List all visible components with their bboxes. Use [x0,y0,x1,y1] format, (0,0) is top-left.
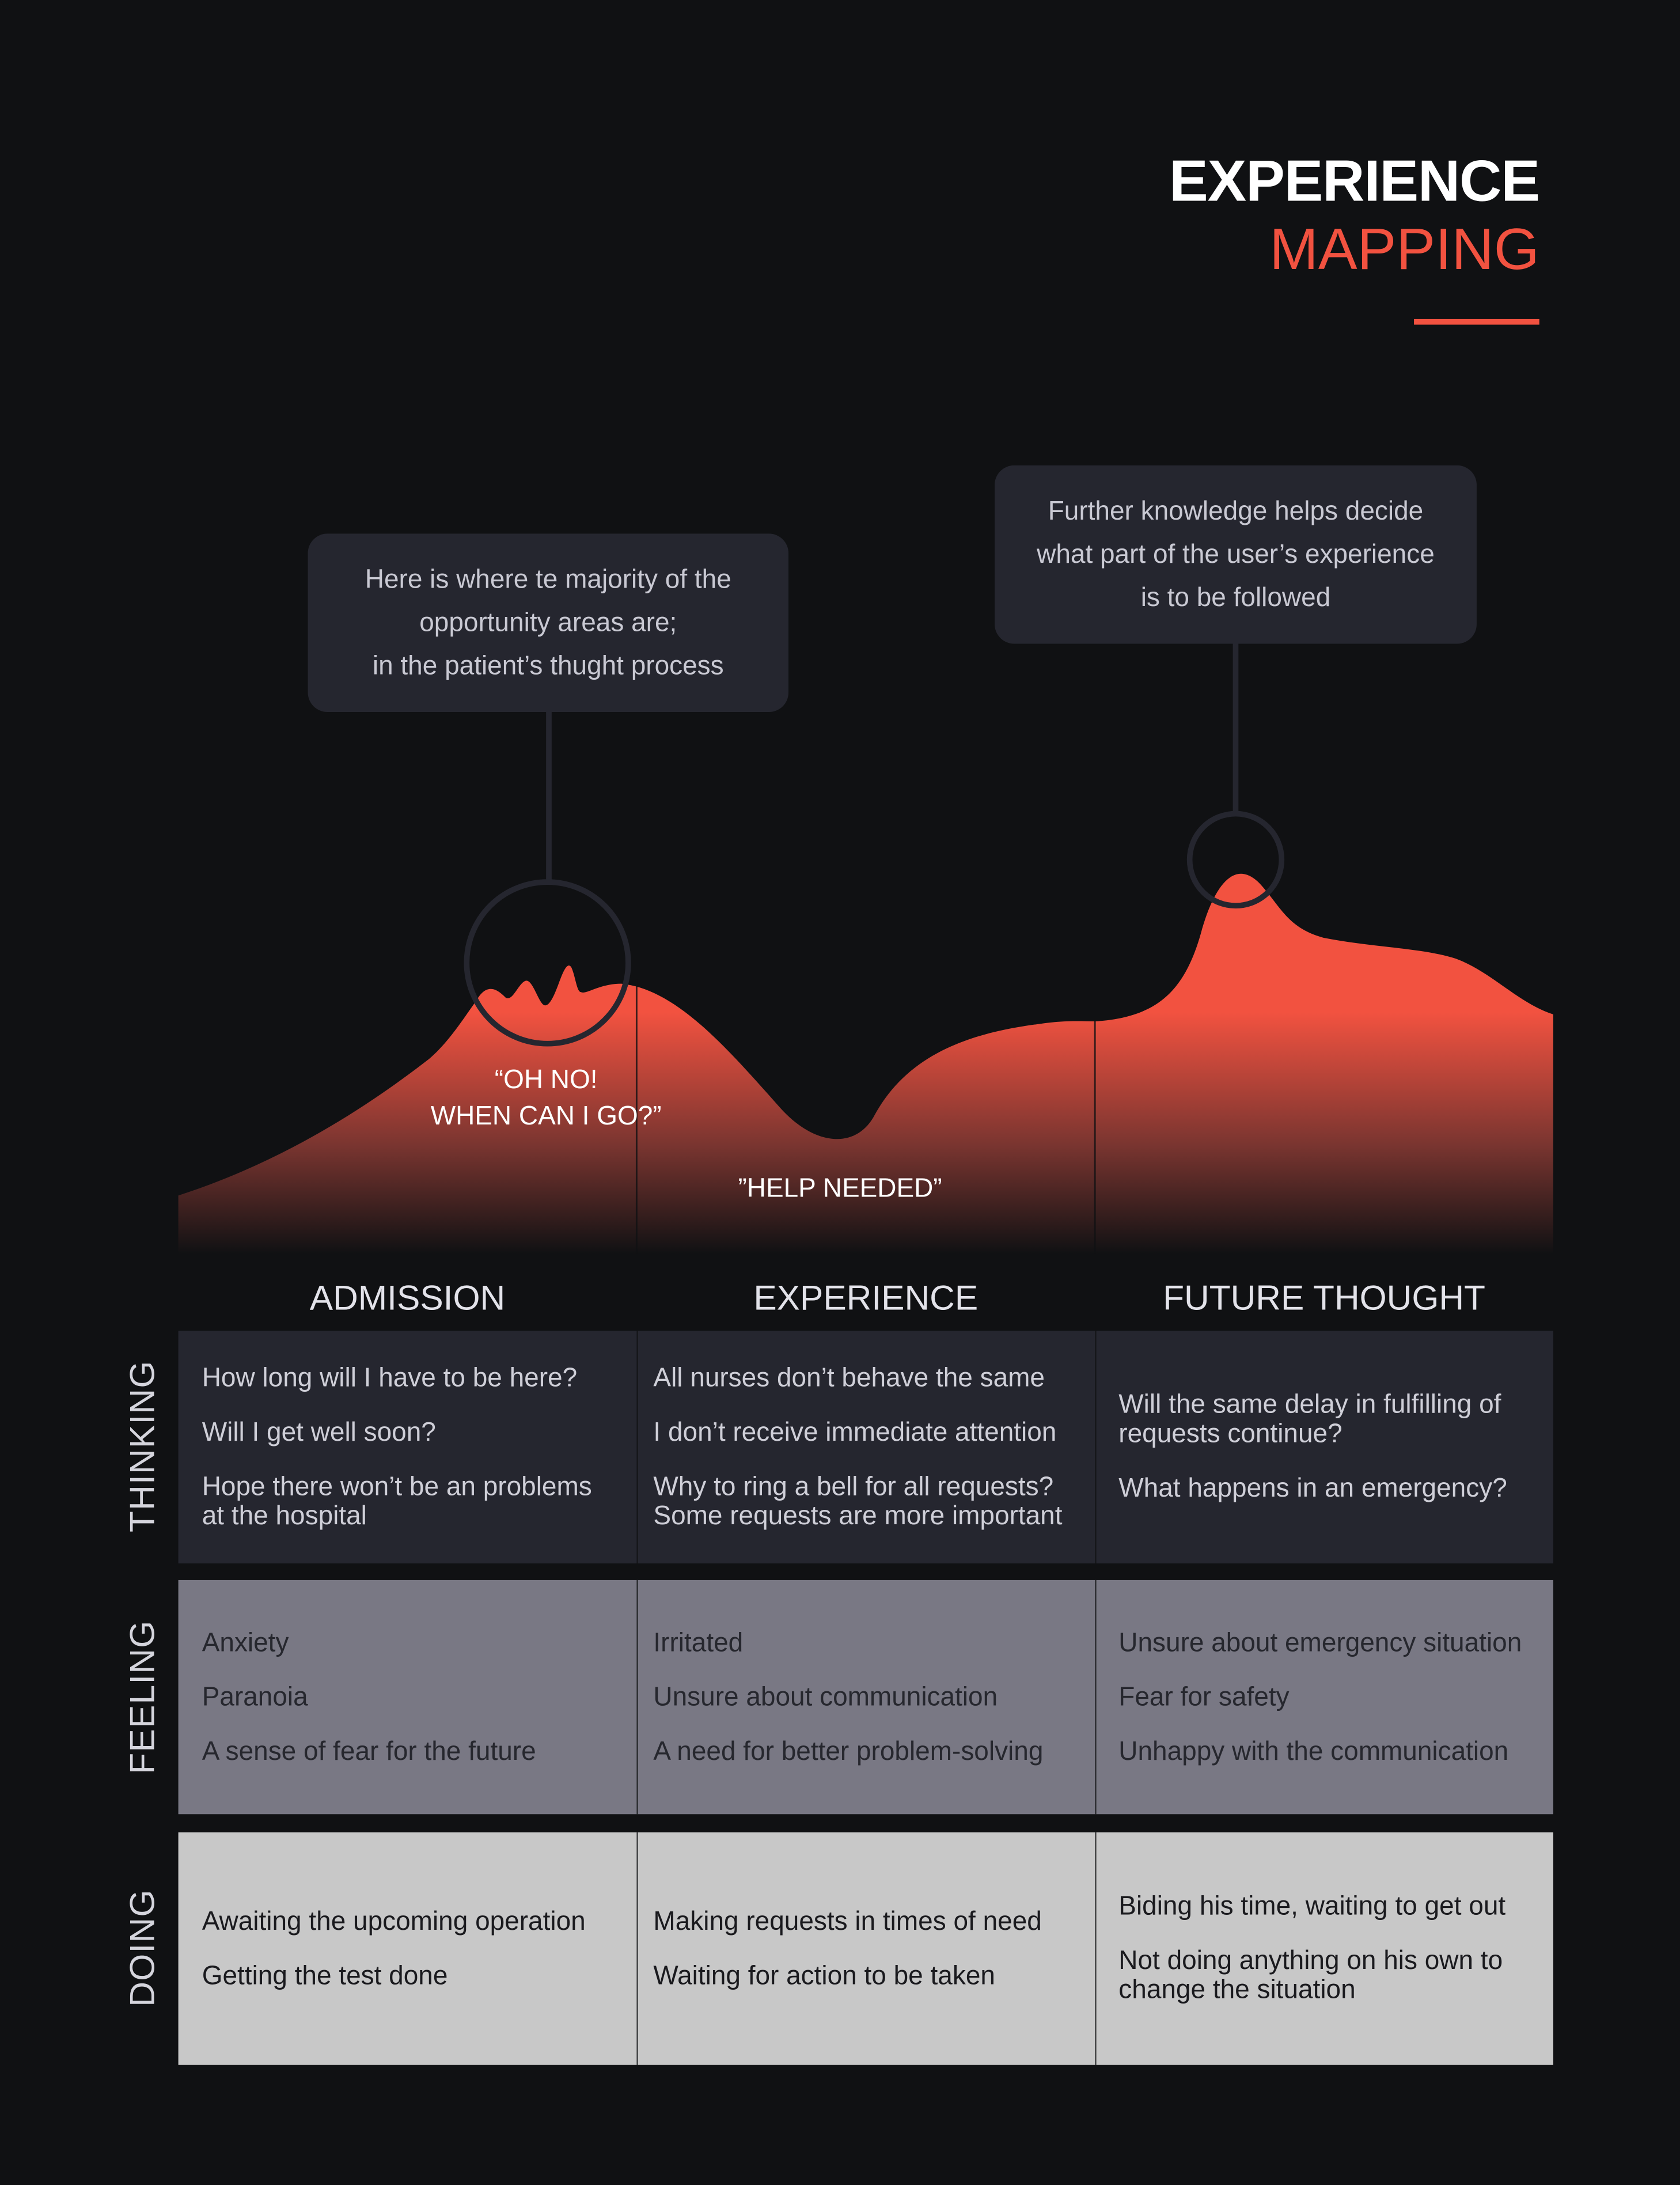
doing-admission-cell: Awaiting the upcoming operation Getting … [179,1832,637,2065]
callout-right-line-3: is to be followed [1140,583,1331,613]
feeling-experience-cell: Irritated Unsure about communication A n… [636,1580,1095,1814]
thinking-item: I don’t receive immediate attention [653,1418,1057,1447]
column-divider [636,1580,638,1815]
callout-left-line-3: in the patient’s thught process [372,651,724,681]
callout-left-line-1: Here is where te majority of the [365,565,731,594]
feeling-item: A sense of fear for the future [202,1737,536,1766]
callout-right-line-2: what part of the user’s experience [1037,540,1435,570]
doing-experience-cell: Making requests in times of need Waiting… [636,1832,1095,2065]
callout-further-knowledge: Further knowledge helps decide what part… [995,465,1477,644]
stage-header-future-thought: FUTURE THOUGHT [1163,1279,1486,1319]
feeling-item: A need for better problem-solving [653,1737,1044,1766]
row-label-feeling: FEELING [123,1620,162,1774]
row-thinking: How long will I have to be here? Will I … [178,1330,1553,1563]
column-divider [1095,1832,1097,2065]
thinking-item: Hope there won’t be an problems at the h… [202,1472,592,1531]
stage-header-admission: ADMISSION [309,1279,506,1319]
thinking-item: Will I get well soon? [202,1418,436,1447]
feeling-item: Paranoia [202,1682,308,1712]
row-label-doing: DOING [123,1889,162,2007]
feeling-item: Irritated [653,1628,744,1658]
column-divider [1095,1580,1097,1815]
doing-item: Waiting for action to be taken [653,1961,995,1991]
callout-right-focus-ring [1186,811,1285,909]
doing-item: Making requests in times of need [653,1907,1042,1936]
quote-oh-no-line-1: “OH NO! [494,1066,598,1096]
callout-left-focus-ring [464,879,631,1047]
stage-header-experience: EXPERIENCE [753,1279,979,1319]
quote-help-needed: ”HELP NEEDED” [738,1175,942,1204]
title-underline [1414,319,1539,325]
thinking-experience-cell: All nurses don’t behave the same I don’t… [636,1331,1095,1563]
callout-left-line-2: opportunity areas are; [419,608,677,638]
emotion-curve-area [178,873,1553,1254]
column-divider [1095,1330,1097,1563]
doing-item: Biding his time, waiting to get out [1118,1892,1506,1922]
doing-item: Awaiting the upcoming operation [202,1907,586,1936]
thinking-item: What happens in an emergency? [1118,1474,1507,1504]
doing-item: Getting the test done [202,1961,448,1991]
callout-opportunity-areas: Here is where te majority of the opportu… [308,533,789,713]
row-feeling: Anxiety Paranoia A sense of fear for the… [178,1580,1553,1815]
thinking-item: Why to ring a bell for all requests? Som… [653,1472,1063,1531]
quote-oh-no-line-2: WHEN CAN I GO?” [430,1102,662,1132]
feeling-item: Unsure about emergency situation [1118,1628,1522,1658]
column-divider [636,1832,638,2065]
title-experience: EXPERIENCE [1169,147,1540,214]
thinking-item: How long will I have to be here? [202,1363,578,1393]
callout-right-line-1: Further knowledge helps decide [1048,497,1424,527]
row-doing: Awaiting the upcoming operation Getting … [178,1832,1553,2065]
doing-item: Not doing anything on his own to change … [1118,1947,1503,2005]
quote-oh-no: “OH NO! WHEN CAN I GO?” [407,1063,685,1136]
thinking-admission-cell: How long will I have to be here? Will I … [179,1331,637,1563]
doing-future-thought-cell: Biding his time, waiting to get out Not … [1095,1832,1553,2065]
feeling-item: Unsure about communication [653,1682,998,1712]
feeling-future-thought-cell: Unsure about emergency situation Fear fo… [1095,1580,1553,1814]
feeling-admission-cell: Anxiety Paranoia A sense of fear for the… [179,1580,637,1814]
column-divider [636,1330,638,1563]
row-label-thinking: THINKING [123,1360,162,1533]
title-mapping: MAPPING [1269,215,1539,282]
thinking-item: Will the same delay in fulfilling of req… [1118,1390,1501,1449]
feeling-item: Unhappy with the communication [1118,1737,1509,1766]
thinking-future-thought-cell: Will the same delay in fulfilling of req… [1095,1331,1553,1563]
feeling-item: Fear for safety [1118,1682,1290,1712]
feeling-item: Anxiety [202,1628,289,1658]
thinking-item: All nurses don’t behave the same [653,1363,1045,1393]
